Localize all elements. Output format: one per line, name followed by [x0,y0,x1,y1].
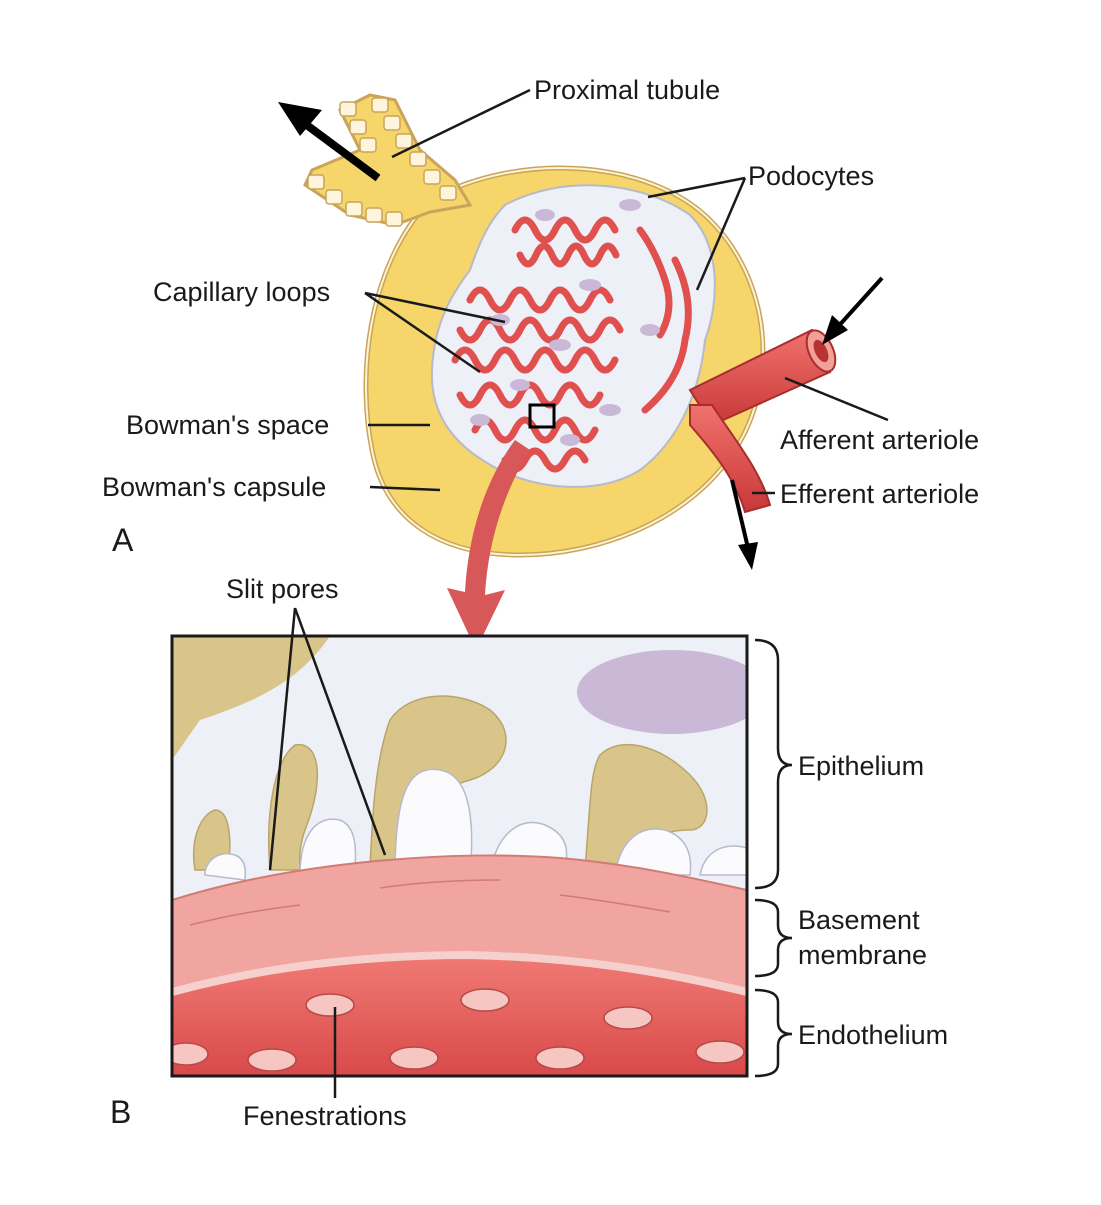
layer-braces [754,638,793,1078]
efferent-arteriole-shape [689,404,772,514]
label-basement-line1: Basement [798,905,920,935]
podocyte-nucleus [577,650,747,734]
panel-a-drawing [278,93,884,650]
flow-arrows [278,102,884,570]
podocyte-nuclei [470,199,660,446]
magnification-box [528,403,556,429]
panel-letter-a: A [112,522,134,558]
label-podocytes: Podocytes [748,161,875,191]
podocyte-foot-process [267,743,318,871]
label-bowmans-capsule: Bowman's capsule [102,472,327,502]
label-epithelium: Epithelium [798,751,925,781]
label-slit-pores: Slit pores [226,574,339,604]
label-capillary-loops: Capillary loops [153,277,331,307]
capillary-loop-squiggles [451,216,692,473]
panel-letter-b: B [110,1094,132,1130]
label-fenestrations: Fenestrations [243,1101,407,1131]
label-efferent-arteriole: Efferent arteriole [780,479,980,509]
endothelium-layer [172,955,747,1076]
leader-lines [268,88,889,1098]
fenestration-holes [172,988,745,1072]
panel-b-drawing [172,636,747,1076]
panel-b-frame [170,634,749,1078]
magnification-arrow [447,440,530,650]
proximal-tubule-shape [303,93,473,227]
label-bowmans-space: Bowman's space [126,410,330,440]
label-proximal-tubule: Proximal tubule [534,75,721,105]
label-afferent-arteriole: Afferent arteriole [780,425,980,455]
label-endothelium: Endothelium [798,1020,949,1050]
label-basement-line2: membrane [798,940,928,970]
